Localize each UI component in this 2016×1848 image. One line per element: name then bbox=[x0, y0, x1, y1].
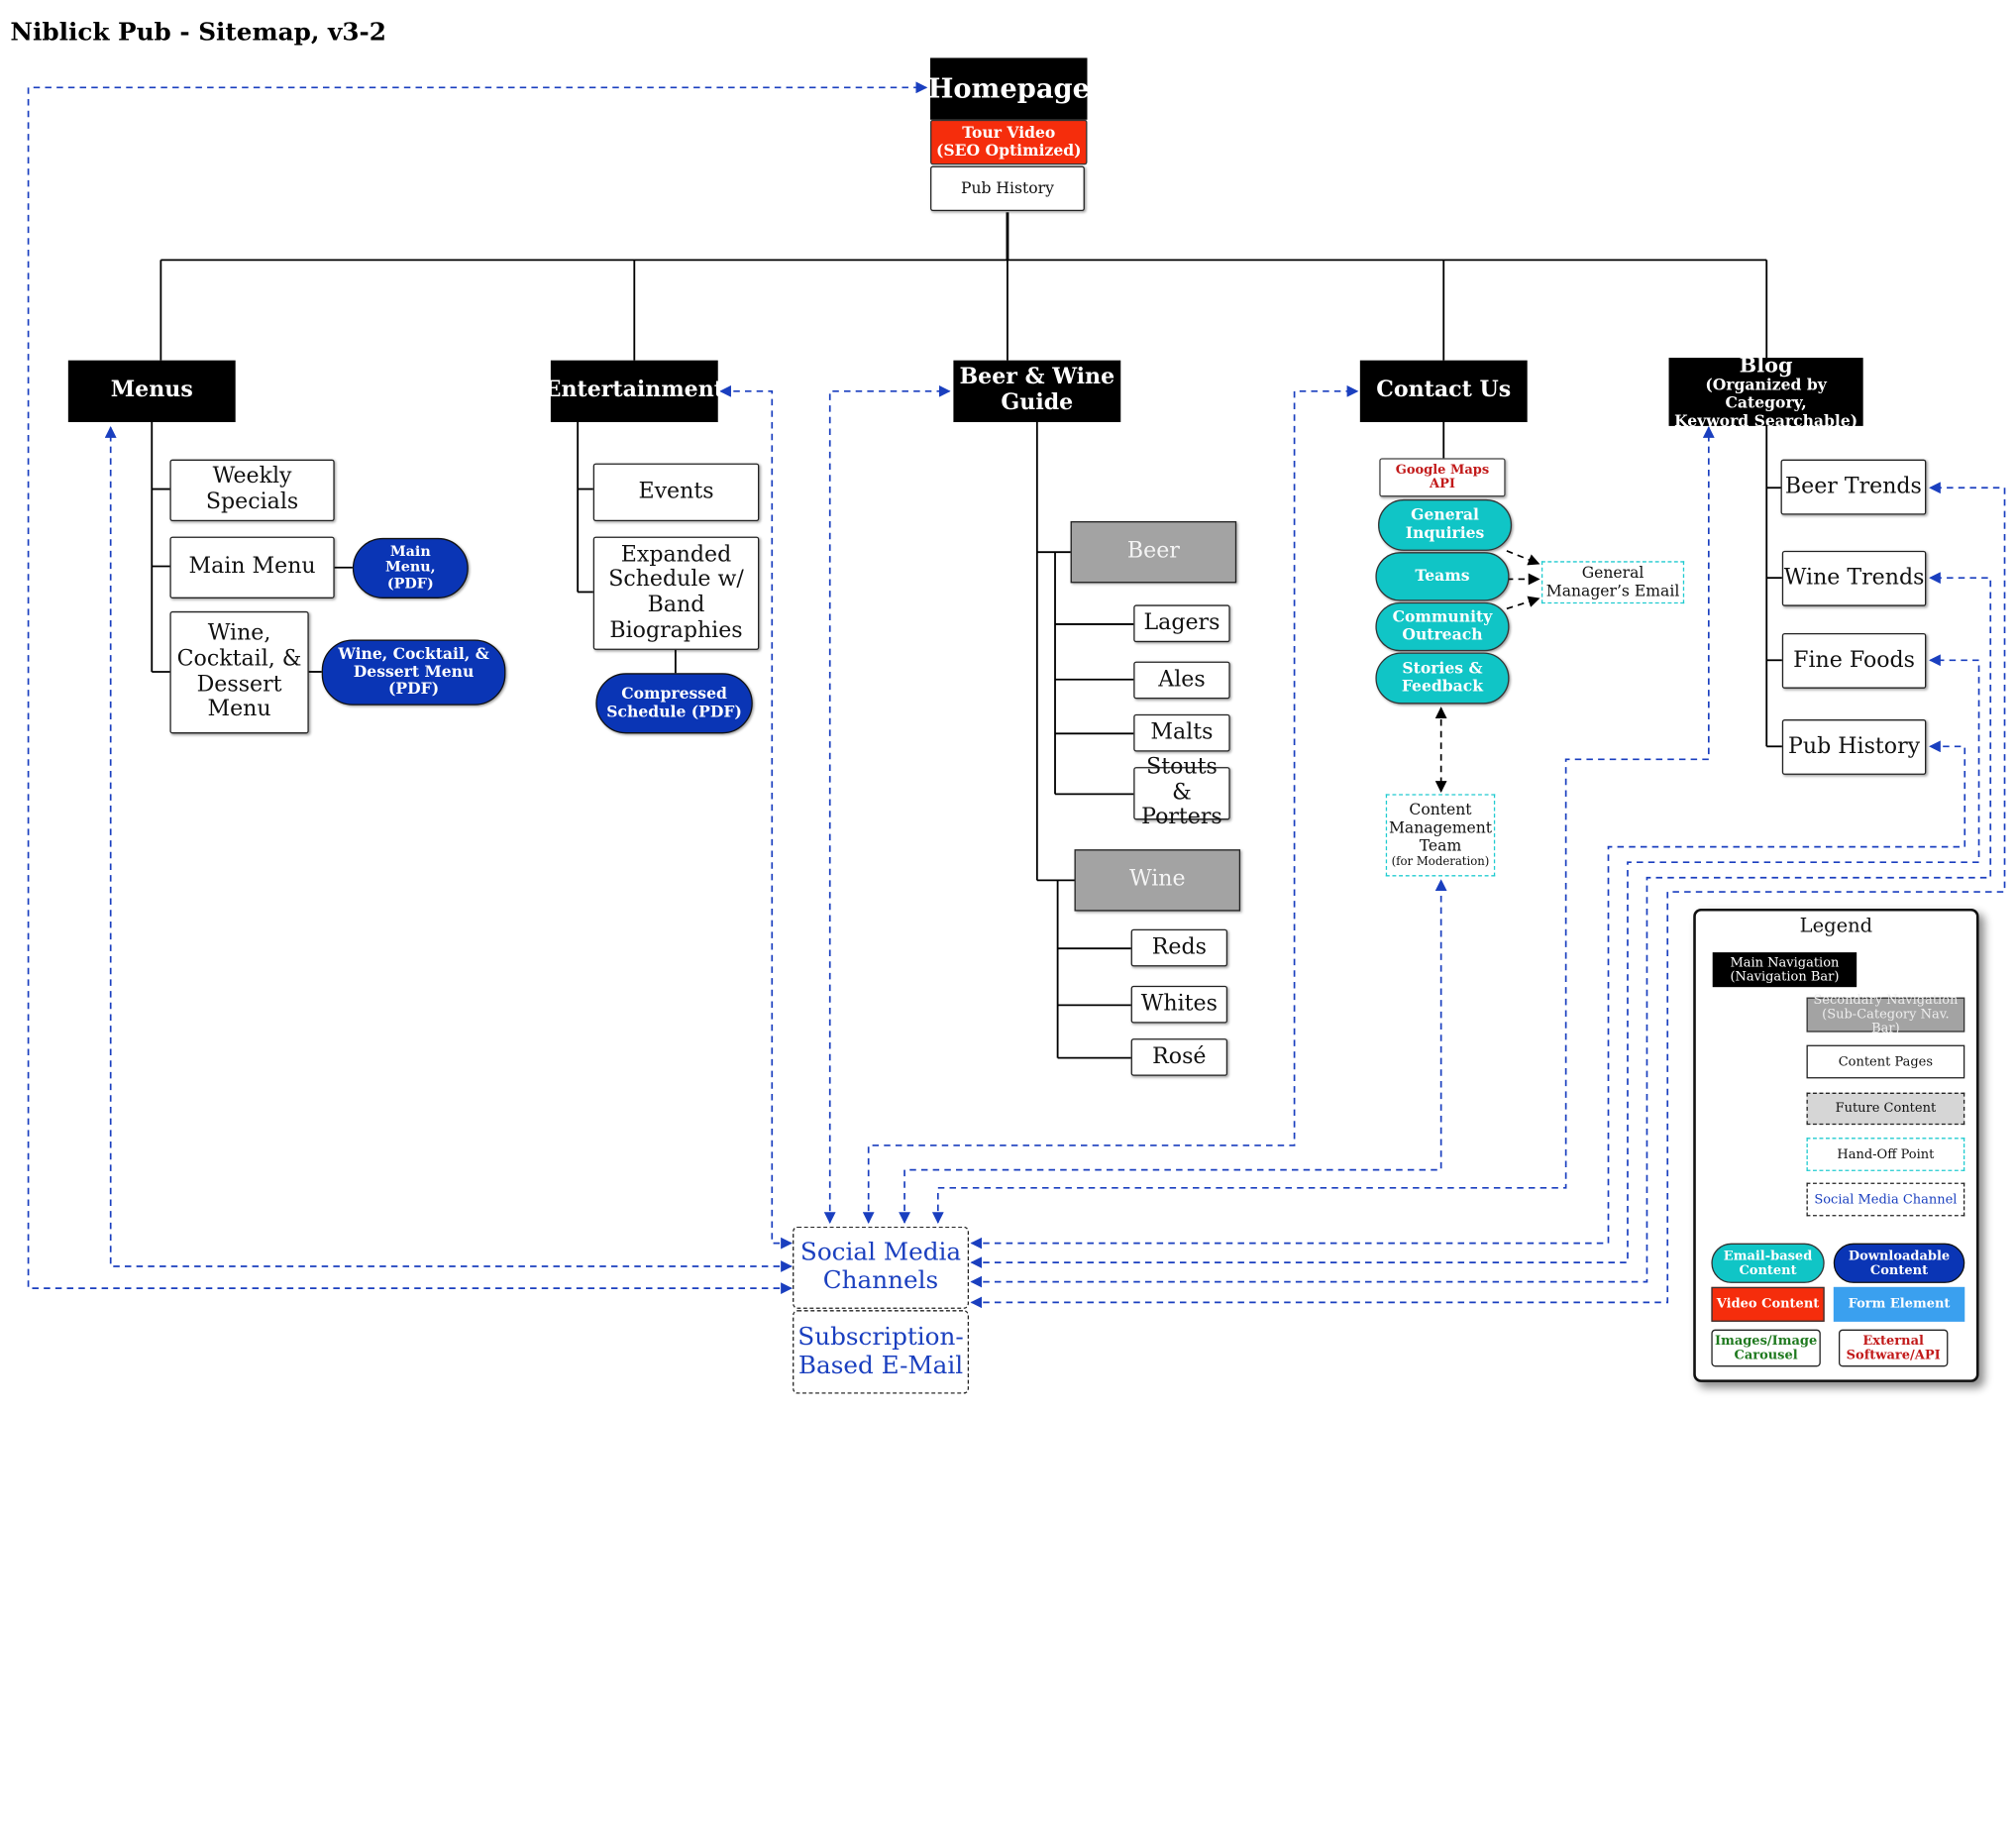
fine-foods-node[interactable]: Fine Foods bbox=[1781, 633, 1927, 689]
pub-history-node[interactable]: Pub History bbox=[930, 165, 1085, 212]
legend-form-element: Form Element bbox=[1833, 1286, 1965, 1322]
legend-video-content: Video Content bbox=[1711, 1286, 1825, 1322]
connector-lines bbox=[27, 81, 2006, 1309]
legend-title: Legend bbox=[1799, 913, 1873, 937]
contact-us-node[interactable]: Contact Us bbox=[1359, 360, 1528, 423]
google-maps-api-node[interactable]: Google Maps API bbox=[1379, 458, 1506, 497]
content-management-team-label: Content Management Team bbox=[1388, 801, 1493, 855]
weekly-specials-node[interactable]: Weekly Specials bbox=[169, 459, 335, 522]
legend-hand-off-point: Hand-Off Point bbox=[1806, 1138, 1965, 1171]
general-manager-email-node[interactable]: General Manager’s Email bbox=[1540, 561, 1685, 604]
legend-email-based-content: Email-based Content bbox=[1711, 1243, 1825, 1283]
malts-node[interactable]: Malts bbox=[1133, 713, 1230, 752]
blog-label: Blog bbox=[1739, 352, 1793, 378]
legend-social-media-channel: Social Media Channel bbox=[1806, 1182, 1965, 1217]
expanded-schedule-node[interactable]: Expanded Schedule w/ Band Biographies bbox=[592, 536, 760, 650]
legend-images-carousel: Images/Image Carousel bbox=[1711, 1329, 1821, 1367]
compressed-schedule-pdf-node[interactable]: Compressed Schedule (PDF) bbox=[595, 673, 753, 734]
rose-node[interactable]: Rosé bbox=[1130, 1038, 1228, 1076]
content-management-team-node[interactable]: Content Management Team (for Moderation) bbox=[1385, 794, 1496, 877]
beer-wine-guide-node[interactable]: Beer & Wine Guide bbox=[953, 360, 1121, 423]
wine-node[interactable]: Wine bbox=[1074, 849, 1241, 912]
legend-external-software-api: External Software/API bbox=[1838, 1329, 1949, 1367]
homepage-node[interactable]: Homepage bbox=[928, 57, 1090, 120]
community-outreach-node[interactable]: Community Outreach bbox=[1375, 601, 1510, 652]
menus-node[interactable]: Menus bbox=[67, 360, 236, 423]
legend-downloadable-content: Downloadable Content bbox=[1833, 1243, 1965, 1283]
subscription-email-node[interactable]: Subscription- Based E-Mail bbox=[793, 1310, 969, 1394]
stories-feedback-node[interactable]: Stories & Feedback bbox=[1375, 652, 1510, 705]
legend-future-content: Future Content bbox=[1806, 1092, 1965, 1126]
ales-node[interactable]: Ales bbox=[1133, 661, 1230, 700]
social-media-channels-node[interactable]: Social Media Channels bbox=[793, 1226, 969, 1309]
page-title: Niblick Pub - Sitemap, v3-2 bbox=[10, 18, 386, 47]
tour-video-node[interactable]: Tour Video (SEO Optimized) bbox=[930, 119, 1088, 165]
legend-secondary-navigation: Secondary Navigation (Sub-Category Nav. … bbox=[1806, 994, 1965, 1036]
general-inquiries-node[interactable]: General Inquiries bbox=[1378, 498, 1513, 551]
legend-main-navigation: Main Navigation (Navigation Bar) bbox=[1712, 952, 1857, 988]
wine-menu-pdf-node[interactable]: Wine, Cocktail, & Dessert Menu (PDF) bbox=[321, 639, 506, 706]
events-node[interactable]: Events bbox=[592, 463, 760, 522]
beer-trends-node[interactable]: Beer Trends bbox=[1780, 459, 1927, 515]
teams-node[interactable]: Teams bbox=[1375, 552, 1510, 601]
legend-content-pages: Content Pages bbox=[1806, 1044, 1965, 1079]
main-menu-pdf-node[interactable]: Main Menu, (PDF) bbox=[352, 537, 469, 598]
wine-trends-node[interactable]: Wine Trends bbox=[1781, 550, 1927, 606]
main-menu-node[interactable]: Main Menu bbox=[169, 536, 335, 598]
blog-node[interactable]: Blog (Organized by Category, Keyword Sea… bbox=[1668, 352, 1863, 429]
content-management-note: (for Moderation) bbox=[1391, 855, 1490, 869]
lagers-node[interactable]: Lagers bbox=[1133, 604, 1230, 643]
wine-cocktail-dessert-menu-node[interactable]: Wine, Cocktail, & Dessert Menu bbox=[169, 610, 309, 734]
whites-node[interactable]: Whites bbox=[1130, 985, 1228, 1024]
legend-panel: Legend Main Navigation (Navigation Bar) … bbox=[1693, 908, 1979, 1382]
beer-node[interactable]: Beer bbox=[1070, 521, 1237, 584]
blog-pub-history-node[interactable]: Pub History bbox=[1781, 719, 1927, 775]
blog-sublabel: (Organized by Category, Keyword Searchab… bbox=[1674, 376, 1858, 430]
entertainment-node[interactable]: Entertainment bbox=[545, 360, 724, 423]
reds-node[interactable]: Reds bbox=[1130, 928, 1228, 967]
stouts-porters-node[interactable]: Stouts & Porters bbox=[1133, 755, 1230, 830]
